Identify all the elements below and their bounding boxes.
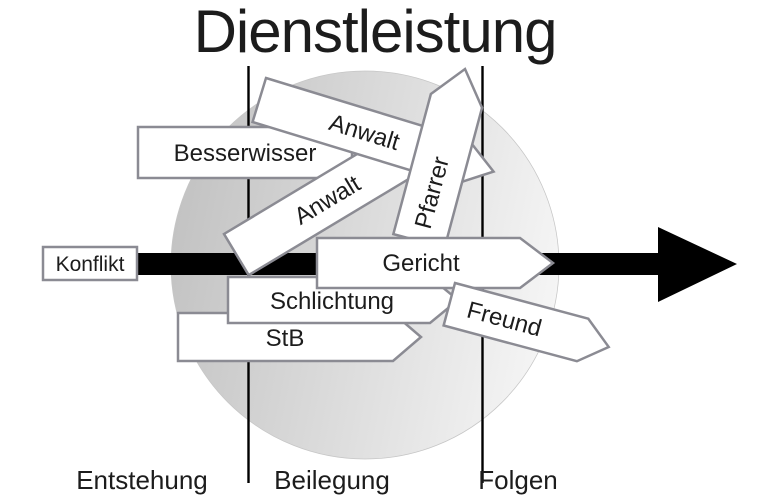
phase-label-folgen: Folgen <box>478 465 558 495</box>
besserwisser-shape <box>136 125 354 180</box>
slide-title: Dienstleistung <box>194 0 557 65</box>
freund-shape <box>442 281 611 363</box>
box-konflikt: Konflikt <box>41 245 139 282</box>
phase-label-beilegung: Beilegung <box>274 465 390 495</box>
konflikt-shape <box>41 245 139 282</box>
arrow-gericht: Gericht <box>315 236 556 290</box>
banner-besserwisser: Besserwisser <box>136 125 354 180</box>
banner-anwalt-diagonal: Anwalt <box>222 123 433 277</box>
gericht-shape <box>315 236 556 290</box>
gericht-label: Gericht <box>382 250 460 277</box>
arrow-stb: StB <box>176 311 423 363</box>
besserwisser-label: Besserwisser <box>174 140 317 167</box>
schlichtung-label: Schlichtung <box>270 288 394 315</box>
arrow-freund: Freund <box>442 281 611 363</box>
stb-label: StB <box>266 325 305 352</box>
phase-label-entstehung: Entstehung <box>76 465 208 495</box>
konflikt-label: Konflikt <box>56 253 125 276</box>
